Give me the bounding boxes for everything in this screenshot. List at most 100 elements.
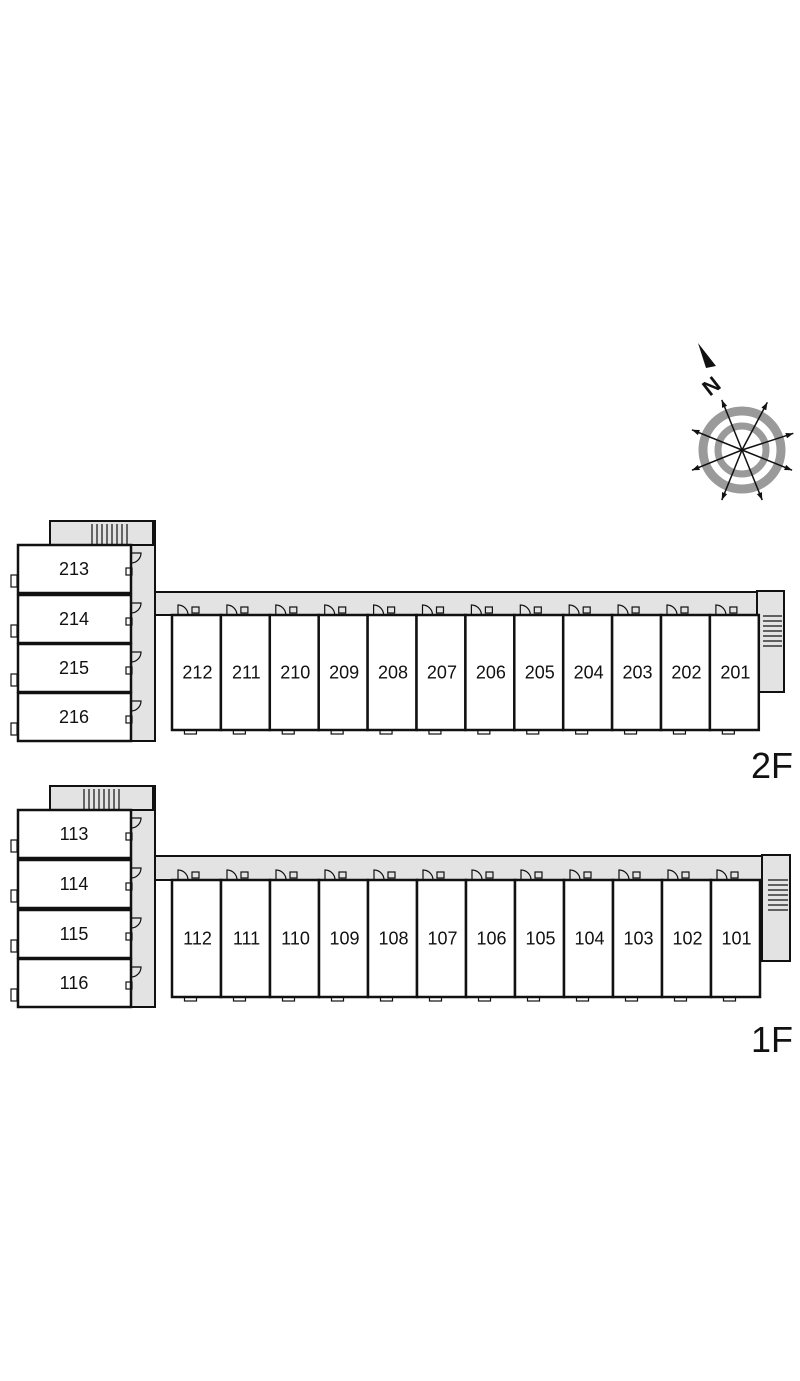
unit-102: 102 (660, 869, 713, 1002)
unit-216: 216 (10, 691, 142, 743)
meter-icon (534, 871, 543, 879)
unit-105: 105 (513, 869, 566, 1002)
meter-icon (125, 932, 133, 941)
unit-outline (709, 878, 762, 999)
balcony-icon (330, 729, 344, 735)
unit-211: 211 (219, 604, 272, 735)
meter-icon (125, 715, 133, 724)
unit-205: 205 (513, 604, 565, 735)
unit-212: 212 (170, 604, 223, 735)
unit-number: 214 (59, 609, 89, 629)
unit-number: 209 (329, 663, 359, 683)
meter-icon (436, 871, 445, 879)
unit-outline (219, 878, 272, 999)
door-icon (667, 869, 679, 881)
unit-101: 101 (709, 869, 762, 1002)
meter-icon (240, 606, 249, 614)
balcony-icon (526, 996, 541, 1002)
meter-icon (289, 606, 298, 614)
unit-114: 114 (10, 858, 142, 910)
door-icon (130, 651, 142, 663)
door-icon (422, 869, 434, 881)
unit-number: 113 (60, 824, 89, 844)
door-icon (519, 604, 531, 616)
unit-106: 106 (464, 869, 517, 1002)
unit-outline (16, 908, 133, 960)
unit-number: 101 (721, 929, 751, 949)
stairs-icon (763, 615, 782, 647)
meter-icon (631, 606, 640, 614)
meter-icon (484, 606, 493, 614)
door-icon (177, 869, 189, 881)
unit-number: 111 (233, 929, 260, 949)
unit-number: 211 (232, 663, 261, 683)
balcony-icon (10, 574, 18, 588)
floor-label: 2F (751, 745, 793, 786)
unit-108: 108 (366, 869, 419, 1002)
balcony-icon (10, 889, 18, 903)
door-icon (130, 817, 142, 829)
unit-214: 214 (10, 593, 142, 645)
unit-outline (16, 957, 133, 1009)
unit-number: 215 (59, 658, 89, 678)
compass-rose-icon: N (691, 343, 794, 501)
unit-outline (659, 613, 712, 732)
meter-icon (125, 617, 133, 626)
meter-icon (632, 871, 641, 879)
floor-label: 1F (751, 1019, 793, 1060)
unit-number: 107 (427, 929, 457, 949)
unit-number: 203 (623, 663, 653, 683)
door-icon (130, 966, 142, 978)
meter-icon (289, 871, 298, 879)
door-icon (324, 869, 336, 881)
unit-number: 112 (183, 929, 212, 949)
balcony-icon (281, 996, 296, 1002)
unit-109: 109 (317, 869, 370, 1002)
door-icon (373, 869, 385, 881)
stairs-icon (91, 524, 128, 544)
unit-number: 103 (623, 929, 653, 949)
unit-206: 206 (464, 604, 516, 735)
meter-icon (387, 871, 396, 879)
balcony-icon (379, 729, 393, 735)
meter-icon (680, 606, 689, 614)
door-icon (569, 869, 581, 881)
unit-outline (268, 613, 320, 732)
door-icon (130, 602, 142, 614)
balcony-icon (10, 673, 18, 687)
meter-icon (681, 871, 690, 879)
unit-number: 213 (59, 559, 89, 579)
unit-number: 116 (60, 973, 89, 993)
unit-number: 108 (378, 929, 408, 949)
balcony-icon (428, 729, 442, 735)
meter-icon (485, 871, 494, 879)
door-icon (226, 869, 238, 881)
balcony-icon (722, 996, 737, 1002)
unit-outline (16, 808, 133, 860)
unit-outline (317, 613, 369, 732)
door-icon (130, 867, 142, 879)
balcony-icon (526, 729, 540, 735)
door-icon (716, 869, 728, 881)
balcony-icon (183, 996, 198, 1002)
unit-112: 112 (170, 869, 223, 1002)
door-icon (421, 604, 434, 616)
unit-number: 204 (574, 663, 604, 683)
unit-number: 110 (281, 929, 310, 949)
balcony-icon (232, 729, 246, 735)
stair-landing (49, 785, 154, 811)
meter-icon (435, 606, 445, 614)
meter-icon (729, 606, 738, 614)
door-icon (275, 869, 287, 881)
unit-203: 203 (610, 604, 663, 735)
corridor-horizontal (149, 855, 786, 881)
unit-201: 201 (708, 604, 761, 735)
door-icon (617, 604, 629, 616)
unit-number: 207 (427, 663, 457, 683)
unit-number: 216 (59, 707, 89, 727)
door-icon (226, 604, 238, 616)
unit-outline (16, 593, 133, 645)
door-icon (470, 604, 482, 616)
balcony-icon (624, 996, 639, 1002)
meter-icon (191, 606, 200, 614)
